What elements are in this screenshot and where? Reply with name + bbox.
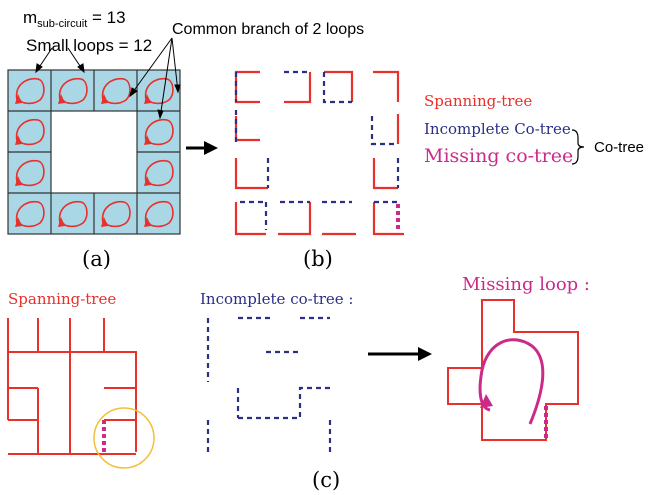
small-loop-arrowhead-icon: [15, 135, 22, 145]
panel-b-label: (b): [303, 247, 333, 271]
missing-loop-path: [478, 338, 545, 425]
arrow-a-to-b: [186, 141, 218, 155]
m-subcircuit-label: msub-circuit = 13: [23, 8, 126, 30]
small-loop-icon: [144, 77, 174, 105]
arrow-to-missing-loop: [368, 347, 432, 361]
annotation-arrows: [35, 37, 181, 120]
panel-b-spanning-tree: [234, 70, 404, 236]
legend-incomplete-cotree: Incomplete Co-tree: [424, 120, 571, 138]
missing-loop-title: Missing loop :: [462, 274, 590, 295]
small-loop-icon: [144, 200, 174, 228]
panel-b-graph: [234, 70, 404, 236]
missing-loop-outline: [447, 299, 579, 441]
small-loop-icon: [101, 200, 131, 228]
small-loop-icon: [144, 118, 174, 146]
small-loop-icon: [58, 200, 88, 228]
panel-a-grid: [7, 69, 181, 235]
small-loop-arrowhead-icon: [144, 217, 151, 227]
small-loops-label: Small loops = 12: [26, 36, 152, 55]
small-loop-arrowhead-icon: [144, 135, 151, 145]
small-loop-icons: [15, 77, 174, 228]
small-loop-icon: [144, 159, 174, 187]
small-loop-icon: [101, 77, 131, 105]
legend-missing-cotree: Missing co-tree: [424, 145, 573, 167]
cotree-brace: [571, 129, 585, 165]
small-loop-arrowhead-icon: [15, 94, 22, 104]
highlight-circle: [93, 407, 155, 469]
small-loop-arrowhead-icon: [144, 94, 151, 104]
small-loop-arrowhead-icon: [15, 217, 22, 227]
small-loop-arrowhead-icon: [144, 176, 151, 186]
small-loop-arrowhead-icon: [58, 94, 65, 104]
small-loop-icon: [15, 159, 45, 187]
small-loop-icon: [15, 77, 45, 105]
panel-c-label: (c): [312, 468, 340, 492]
small-loop-arrowhead-icon: [58, 217, 65, 227]
missing-loop-arrowhead: [480, 394, 493, 408]
legend-spanning-tree: Spanning-tree: [424, 92, 532, 110]
panel-c-incomplete-cotree: [206, 316, 332, 454]
common-branch-label: Common branch of 2 loops: [172, 21, 364, 38]
legend-cotree: Co-tree: [594, 139, 644, 156]
small-loop-icon: [15, 200, 45, 228]
small-loop-arrowhead-icon: [101, 217, 108, 227]
grid-hole: [50, 110, 138, 194]
panel-c-incomplete-cotree-title: Incomplete co-tree :: [200, 290, 353, 308]
panel-c-spanning-tree-title: Spanning-tree: [8, 290, 116, 308]
small-loop-arrowhead-icon: [101, 94, 108, 104]
small-loop-icon: [15, 118, 45, 146]
panel-a-label: (a): [82, 247, 111, 271]
panel-c-spanning-tree: [7, 318, 137, 455]
small-loop-arrowhead-icon: [15, 176, 22, 186]
small-loop-icon: [58, 77, 88, 105]
panel-b-incomplete-cotree: [234, 70, 400, 230]
